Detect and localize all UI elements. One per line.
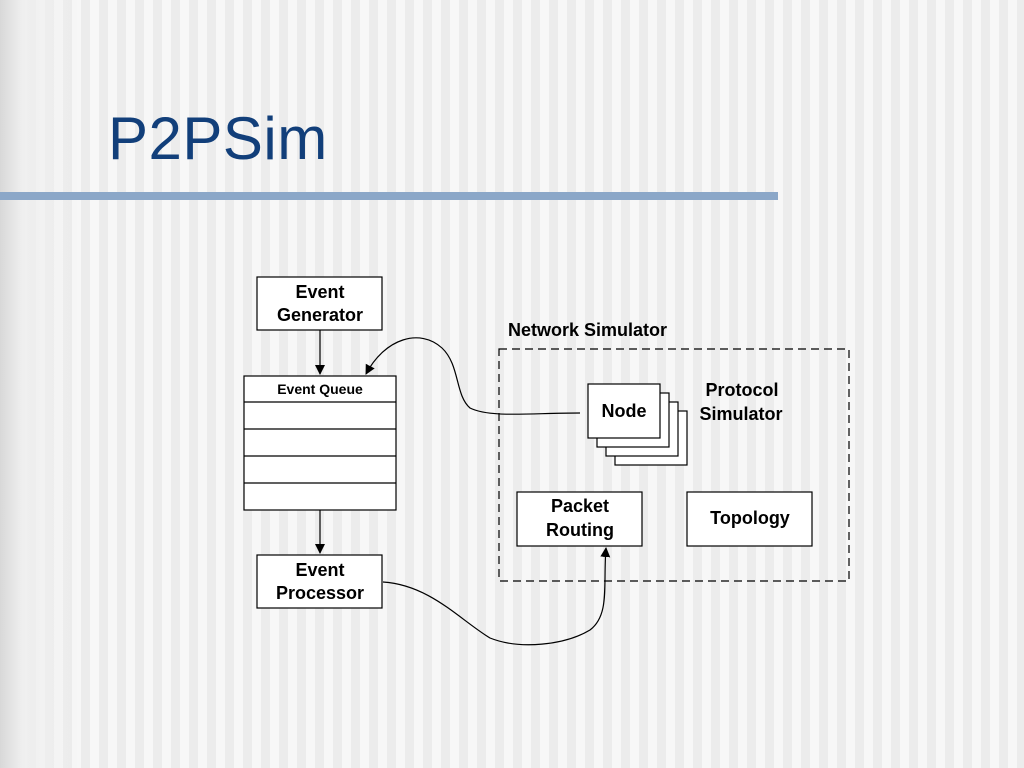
node-to-queue-curve-arrow <box>365 337 581 415</box>
event-processor-box: Event Processor <box>256 554 383 609</box>
network-simulator-boundary <box>498 348 850 582</box>
title-divider <box>0 192 778 200</box>
topology-label: Topology <box>710 508 790 528</box>
event-queue: Event Queue <box>243 375 397 511</box>
processor-to-routing-curve-arrow <box>382 547 611 646</box>
event-generator-label-line1: Event <box>295 282 344 302</box>
event-processor-label-line1: Event <box>295 560 344 580</box>
node-label: Node <box>602 401 647 421</box>
topology-box: Topology <box>686 491 813 547</box>
event-queue-label: Event Queue <box>277 381 363 397</box>
event-generator-label-line2: Generator <box>277 305 363 325</box>
packet-routing-label-line2: Routing <box>546 520 614 540</box>
protocol-simulator-label-line2: Simulator <box>699 404 782 424</box>
packet-routing-label-line1: Packet <box>551 496 609 516</box>
slide-title: P2PSim <box>108 105 328 172</box>
network-simulator-label: Network Simulator <box>508 320 667 340</box>
packet-routing-box: Packet Routing <box>516 491 643 547</box>
protocol-simulator-label-line1: Protocol <box>705 380 778 400</box>
event-processor-label-line2: Processor <box>276 583 364 603</box>
node-stack: Node <box>587 383 688 466</box>
event-generator-box: Event Generator <box>256 276 383 331</box>
